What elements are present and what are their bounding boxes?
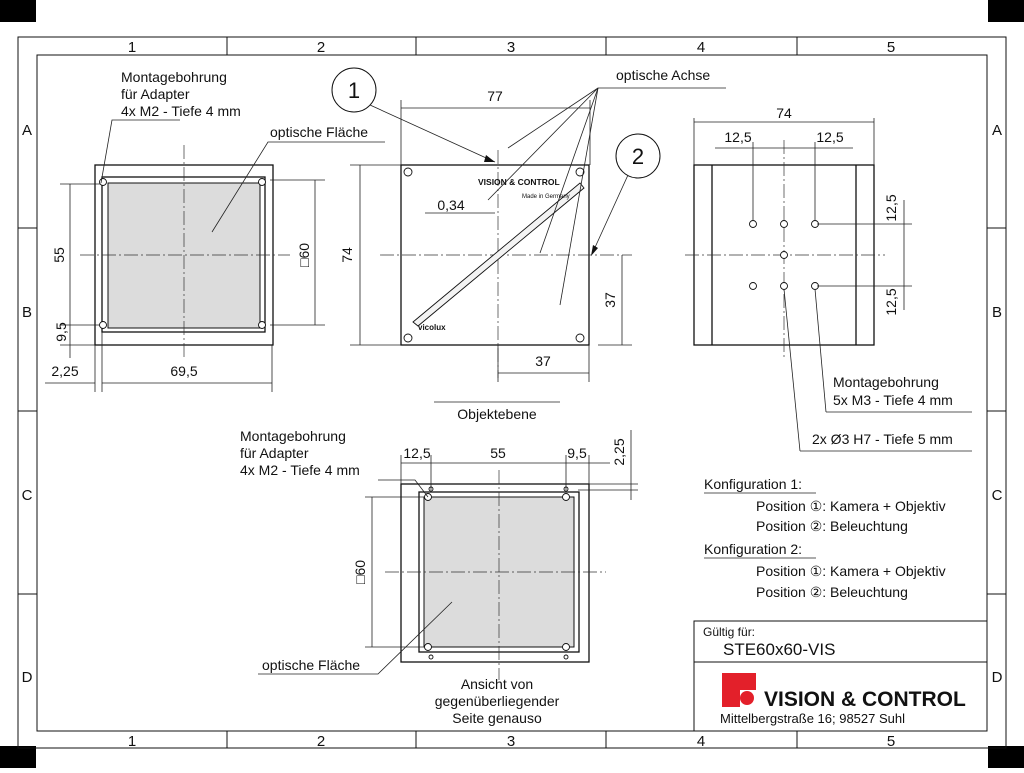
right-view: 74 12,5 12,5 12,5 12,5 Montagebohrung 5x… bbox=[685, 105, 972, 452]
callout-circle-2 bbox=[615, 133, 661, 179]
dim-front-2-25: 2,25 bbox=[51, 363, 78, 379]
grid-col-1-bottom: 1 bbox=[128, 733, 136, 750]
grid-col-5-top: 5 bbox=[887, 39, 895, 56]
dim-front-69-5: 69,5 bbox=[170, 363, 197, 379]
grid-col-2-top: 2 bbox=[317, 39, 325, 56]
dim-front-9-5: 9,5 bbox=[53, 322, 69, 342]
mount-hole bbox=[99, 178, 107, 186]
bottom-note-line1: Ansicht von bbox=[461, 676, 533, 692]
part-number: STE60x60-VIS bbox=[723, 640, 835, 659]
callout-circle-1 bbox=[331, 67, 377, 113]
dim-bottom-2-25: 2,25 bbox=[611, 438, 627, 465]
dim-side-0-34: 0,34 bbox=[437, 197, 464, 213]
company-name: VISION & CONTROL bbox=[764, 688, 966, 711]
mount-hole bbox=[258, 178, 266, 186]
title-block: Gültig für: STE60x60-VIS VISION & CONTRO… bbox=[693, 620, 988, 732]
grid-col-4-top: 4 bbox=[697, 39, 705, 56]
dim-side-37-vertical: 37 bbox=[602, 292, 618, 308]
dim-side-77: 77 bbox=[487, 88, 503, 104]
dim-bottom-sq60: □60 bbox=[352, 560, 368, 584]
dim-front-sq60: □60 bbox=[296, 243, 312, 267]
bottom-annotation-line2: für Adapter bbox=[240, 445, 309, 461]
bottom-surface-label: optische Fläche bbox=[262, 657, 360, 673]
front-annotation-line1: Montagebohrung bbox=[121, 69, 227, 85]
front-surface-label: optische Fläche bbox=[270, 124, 368, 140]
mount-hole bbox=[258, 321, 266, 329]
grid-col-5-bottom: 5 bbox=[887, 733, 895, 750]
dim-right-12-5-top: 12,5 bbox=[883, 194, 899, 221]
grid-row-a-right: A bbox=[992, 122, 1002, 139]
bottom-note-line2: gegenüberliegender bbox=[435, 693, 560, 709]
bottom-view: 12,5 55 9,5 2,25 □60 Montagebohrung für … bbox=[240, 428, 638, 726]
grid-row-b-left: B bbox=[22, 304, 32, 321]
grid-row-d-left: D bbox=[22, 669, 33, 686]
bottom-note-line3: Seite genauso bbox=[452, 710, 542, 726]
front-annotation-line2: für Adapter bbox=[121, 86, 190, 102]
config-1-line2: Position ②: Beleuchtung bbox=[756, 518, 908, 534]
callout-1: 1 bbox=[348, 78, 360, 103]
bottom-annotation-line3: 4x M2 - Tiefe 4 mm bbox=[240, 462, 360, 478]
grid-labels: 1 2 3 4 5 1 2 3 4 5 A B C D A B C D bbox=[22, 39, 1003, 750]
mount-hole bbox=[99, 321, 107, 329]
grid-row-a-left: A bbox=[22, 122, 32, 139]
outer-frame bbox=[17, 36, 1007, 749]
optical-axis-label: optische Achse bbox=[616, 67, 710, 83]
right-holes-label-line2: 5x M3 - Tiefe 4 mm bbox=[833, 392, 953, 408]
company-address: Mittelbergstraße 16; 98527 Suhl bbox=[720, 711, 905, 726]
grid-col-2-bottom: 2 bbox=[317, 733, 325, 750]
grid-dividers bbox=[18, 37, 1006, 748]
config-1-title: Konfiguration 1: bbox=[704, 476, 802, 492]
grid-row-c-right: C bbox=[992, 487, 1003, 504]
grid-row-d-right: D bbox=[992, 669, 1003, 686]
callout-2: 2 bbox=[632, 144, 644, 169]
valid-for-label: Gültig für: bbox=[703, 625, 755, 639]
grid-col-1-top: 1 bbox=[128, 39, 136, 56]
config-2-line1: Position ①: Kamera + Objektiv bbox=[756, 563, 946, 579]
bottom-annotation-line1: Montagebohrung bbox=[240, 428, 346, 444]
config-2-title: Konfiguration 2: bbox=[704, 541, 802, 557]
dim-right-12-5-bottom: 12,5 bbox=[883, 288, 899, 315]
side-brand-sub: Made in Germany bbox=[522, 194, 570, 200]
grid-row-c-left: C bbox=[22, 487, 33, 504]
config-2-line2: Position ②: Beleuchtung bbox=[756, 584, 908, 600]
dim-right-12-5-left: 12,5 bbox=[724, 129, 751, 145]
right-holes-label-line1: Montagebohrung bbox=[833, 374, 939, 390]
grid-col-3-bottom: 3 bbox=[507, 733, 515, 750]
side-brand-text: VISION & CONTROL bbox=[478, 177, 560, 187]
configuration-notes: Konfiguration 1: Position ①: Kamera + Ob… bbox=[704, 476, 946, 600]
grid-col-3-top: 3 bbox=[507, 39, 515, 56]
right-pin-label: 2x Ø3 H7 - Tiefe 5 mm bbox=[812, 431, 953, 447]
dim-right-74: 74 bbox=[776, 105, 792, 121]
inner-frame bbox=[36, 54, 988, 732]
grid-row-b-right: B bbox=[992, 304, 1002, 321]
dim-bottom-9-5: 9,5 bbox=[567, 445, 587, 461]
config-1-line1: Position ①: Kamera + Objektiv bbox=[756, 498, 946, 514]
front-annotation-line3: 4x M2 - Tiefe 4 mm bbox=[121, 103, 241, 119]
dim-side-74: 74 bbox=[339, 247, 355, 263]
dim-bottom-12-5: 12,5 bbox=[403, 445, 430, 461]
dim-front-55: 55 bbox=[51, 247, 67, 263]
dim-side-37-horizontal: 37 bbox=[535, 353, 551, 369]
front-view: 55 9,5 2,25 69,5 □60 Montagebohrung für … bbox=[45, 69, 385, 392]
company-logo bbox=[722, 673, 756, 707]
object-plane-label: Objektebene bbox=[457, 406, 537, 422]
side-product-text: vicolux bbox=[418, 323, 446, 332]
dim-bottom-55: 55 bbox=[490, 445, 506, 461]
side-view: VISION & CONTROL Made in Germany vicolux… bbox=[331, 67, 726, 422]
grid-col-4-bottom: 4 bbox=[697, 733, 705, 750]
dim-right-12-5-right: 12,5 bbox=[816, 129, 843, 145]
